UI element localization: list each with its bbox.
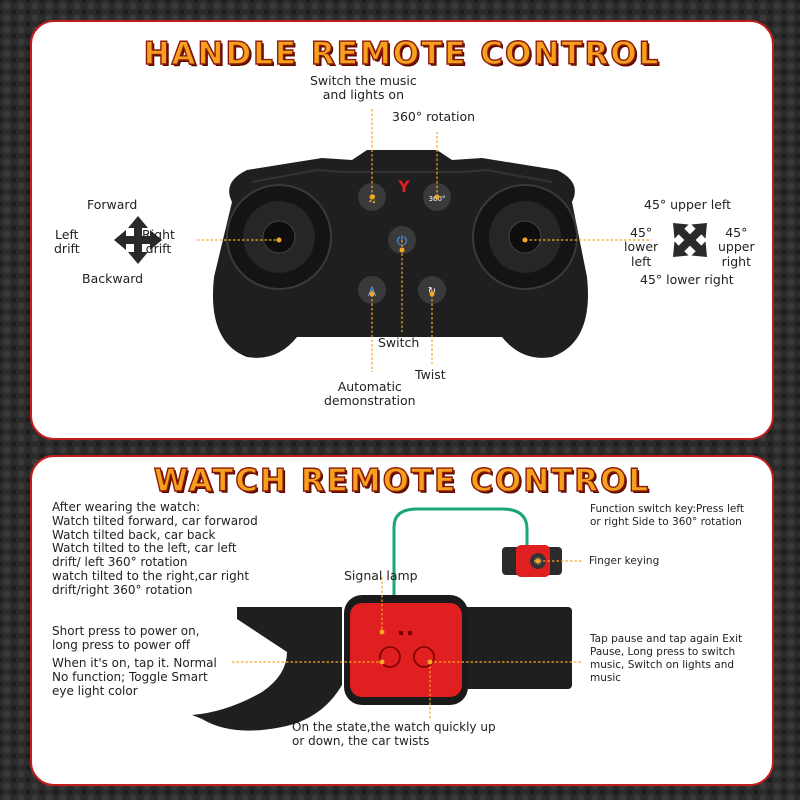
label-switch: Switch: [378, 335, 420, 350]
label-function-switch-key: Function switch key:Press left or right …: [590, 503, 744, 529]
watch-remote-illustration: [192, 507, 582, 731]
label-45-upper-right: 45° upper right: [718, 225, 755, 269]
handle-remote-illustration: ♫ 360° Y ⏻ ⋀ ↻: [114, 107, 707, 372]
svg-text:Y: Y: [397, 177, 410, 196]
label-forward: Forward: [87, 197, 138, 212]
watch-remote-title: WATCH REMOTE CONTROL: [153, 462, 651, 499]
label-45-lower-left: 45° lower left: [624, 225, 659, 269]
label-after-wearing: After wearing the watch: Watch tilted fo…: [52, 500, 258, 597]
label-on-state: On the state,the watch quickly up or dow…: [292, 720, 496, 748]
label-short-press: Short press to power on, long press to p…: [52, 624, 200, 652]
label-when-on: When it's on, tap it. Normal No function…: [52, 656, 217, 698]
label-switch-music: Switch the music and lights on: [310, 73, 417, 103]
label-finger-keying: Finger keying: [589, 555, 660, 567]
handle-remote-title: HANDLE REMOTE CONTROL: [143, 35, 661, 72]
label-45-lower-right: 45° lower right: [640, 272, 734, 287]
label-backward: Backward: [82, 271, 144, 286]
label-twist: Twist: [415, 367, 446, 382]
label-left-drift: Left drift: [54, 227, 80, 257]
label-signal-lamp: Signal lamp: [344, 568, 418, 583]
label-45-upper-left: 45° upper left: [644, 197, 731, 212]
label-360-rotation: 360° rotation: [392, 109, 476, 124]
watch-remote-panel: WATCH REMOTE CONTROL A: [30, 455, 774, 786]
right-direction-arrows: [673, 223, 707, 257]
label-automatic-demonstration: Automatic demonstration: [324, 379, 416, 409]
left-direction-arrows: [114, 216, 162, 264]
handle-remote-panel: HANDLE REMOTE CONTROL ♫ 360° Y ⏻ ⋀ ↻: [30, 20, 774, 440]
label-right-drift: Right drift: [142, 227, 175, 257]
label-tap-pause: Tap pause and tap again Exit Pause, Long…: [590, 633, 743, 685]
